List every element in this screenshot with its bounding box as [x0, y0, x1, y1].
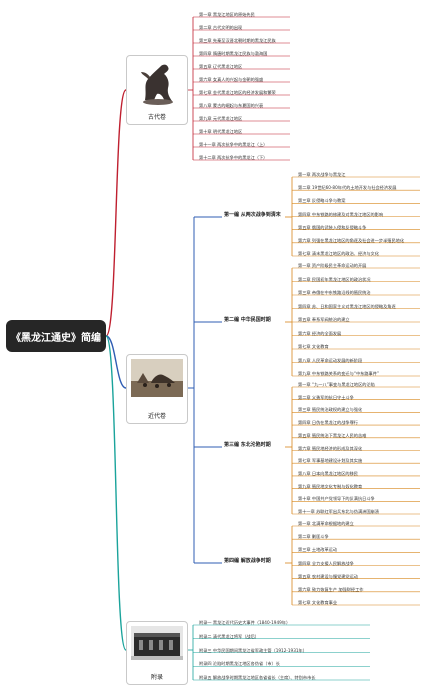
modern-part-3-chapter[interactable]: 第一章 “九一八”事变与黑龙江地区的沦陷 [298, 382, 375, 387]
ancient-card[interactable]: 古代卷 [126, 55, 188, 125]
modern-part-3-chapter[interactable]: 第二章 义勇军的抗日守土斗争 [298, 394, 354, 400]
ancient-chapter[interactable]: 第五章 辽代黑龙江地区 [199, 64, 243, 69]
modern-part-3-chapter[interactable]: 第八章 日本向黑龙江地区的移民 [298, 470, 358, 476]
modern-part-2-chapter[interactable]: 第九章 中东铁路关系的变迁与“中东路事件” [298, 371, 380, 376]
root-title: 《黑龙江通史》简编 [11, 332, 101, 344]
ancient-chapter[interactable]: 第八章 蒙古的崛起与东夏国的兴衰 [199, 103, 264, 108]
modern-part-2-chapter[interactable]: 第三章 帝俄在中东铁路沿线的殖民统治 [298, 290, 371, 295]
root-node[interactable]: 《黑龙江通史》简编 [6, 320, 106, 352]
modern-part-2-chapter[interactable]: 第八章 人民革命运动发展的新阶段 [298, 357, 363, 363]
appendix-item[interactable]: 附录五 解放战争时期黑龙江地区各省省长（主席）、特别市市长 [199, 675, 316, 680]
ancient-chapter[interactable]: 第十章 明代黑龙江地区 [199, 129, 243, 134]
modern-part-1-chapter[interactable]: 第四章 中东铁路的修建及对黑龙江地区的影响 [298, 211, 384, 217]
modern-part-1-chapter[interactable]: 第七章 清末黑龙江地区的政治、经济与文化 [298, 251, 379, 256]
ancient-chapter[interactable]: 第六章 女真人的兴起与金朝的强盛 [199, 77, 264, 82]
modern-part-1-chapter[interactable]: 第三章 反侵略斗争与教案 [298, 198, 346, 204]
modern-part-3-chapter[interactable]: 第十一章 苏联红军出兵东北与伪满洲国崩溃 [298, 509, 379, 514]
historical-photo-icon [131, 359, 183, 397]
modern-part-1-chapter[interactable]: 第二章 19世纪60-80年代的土地开发与社会经济发展 [298, 185, 397, 191]
modern-part-2-chapter[interactable]: 第六章 经济的全面发展 [298, 330, 342, 336]
bronze-figure-icon [141, 64, 173, 105]
appendix-card[interactable]: 附录 [126, 621, 188, 685]
modern-part-2-chapter[interactable]: 第一章 资产阶级民主革命运动的开展 [298, 263, 367, 268]
modern-part-4-chapter[interactable]: 第三章 土地改革运动 [298, 547, 338, 553]
appendix-item[interactable]: 附录二 清代黑龙江将军（战后） [199, 633, 259, 639]
ancient-chapter[interactable]: 第三章 先秦至汉晋北朝时期的黑龙江民族 [199, 38, 276, 43]
appendix-item[interactable]: 附录一 黑龙江近代历史大事件（1840-1949年） [199, 620, 291, 625]
modern-part-4-chapter[interactable]: 第二章 剿匪斗争 [298, 534, 329, 540]
modern-part-1-chapter[interactable]: 第一章 两次战争与黑龙江 [298, 172, 346, 177]
modern-part-3-title[interactable]: 第三编 东北沦陷时期 [224, 442, 271, 448]
ancient-chapter[interactable]: 第二章 古代文明的出现 [199, 25, 243, 30]
ancient-chapter[interactable]: 第一章 黑龙江地区的原始先民 [199, 12, 255, 17]
modern-part-1-chapter[interactable]: 第六章 列强在黑龙江地区的角逐及社会进一步半殖民地化 [298, 237, 405, 243]
modern-part-2-title[interactable]: 第二编 中华民国时期 [224, 317, 271, 323]
building-photo-icon [131, 626, 183, 660]
ancient-chapter[interactable]: 第九章 元代黑龙江地区 [199, 116, 243, 121]
modern-part-2-chapter[interactable]: 第二章 民国初年黑龙江地区的政治状况 [298, 276, 371, 282]
ancient-chapter[interactable]: 第十一章 两次抗争中的黑龙江（上） [199, 142, 268, 147]
appendix-label: 附录 [150, 674, 164, 681]
modern-part-1-title[interactable]: 第一编 从两次战争到清末 [224, 212, 281, 218]
modern-part-2-chapter[interactable]: 第七章 文化教育 [298, 344, 329, 349]
modern-part-4-chapter[interactable]: 第五章 农村建设与慢党建党运动 [298, 573, 358, 579]
modern-part-3-chapter[interactable]: 第七章 军事基地建设计划及其实施 [298, 458, 363, 464]
modern-part-3-chapter[interactable]: 第五章 殖民统治下黑龙江人民的苦难 [298, 432, 367, 438]
modern-part-3-chapter[interactable]: 第十章 中国共产党领导下的反满抗日斗争 [298, 496, 375, 502]
modern-part-1-chapter[interactable]: 第五章 俄国的武装入侵和反侵略斗争 [298, 224, 367, 230]
modern-label: 近代卷 [147, 413, 167, 420]
modern-part-4-chapter[interactable]: 第六章 致力恢复生产 加强财经工作 [298, 586, 364, 592]
modern-part-4-chapter[interactable]: 第一章 北满革命根据地的建立 [298, 521, 354, 526]
modern-part-3-chapter[interactable]: 第四章 日伪在黑龙江的战争罪行 [298, 420, 358, 426]
modern-part-2-chapter[interactable]: 第四章 苏、日和国家主义对黑龙江地区的侵略及角逐 [298, 303, 396, 309]
modern-part-4-chapter[interactable]: 第四章 全力支援人民解放战争 [298, 560, 354, 566]
modern-part-3-chapter[interactable]: 第九章 殖民地文化专制与奴化教育 [298, 483, 363, 489]
ancient-chapter[interactable]: 第四章 隋唐时期黑龙江民族与渤海国 [199, 51, 268, 56]
appendix-item[interactable]: 附录四 沦陷时期黑龙江地区各伪省（市）长 [199, 661, 280, 667]
appendix-item[interactable]: 附录三 中华民国期间黑龙江省军政主管（1912-1931年） [199, 647, 307, 653]
ancient-chapter[interactable]: 第十二章 两次抗争中的黑龙江（下） [199, 155, 268, 160]
modern-part-2-chapter[interactable]: 第五章 奉系军阀统治的建立 [298, 317, 350, 322]
modern-part-4-chapter[interactable]: 第七章 文化教育事业 [298, 600, 338, 605]
modern-part-4-title[interactable]: 第四编 解放战争时期 [224, 558, 271, 564]
modern-card[interactable]: 近代卷 [126, 354, 188, 424]
ancient-chapter[interactable]: 第七章 金代黑龙江地区的经济发展和繁荣 [199, 90, 276, 95]
modern-part-3-chapter[interactable]: 第六章 殖民地经济的形成及其深化 [298, 445, 363, 451]
ancient-label: 古代卷 [147, 114, 167, 121]
modern-part-3-chapter[interactable]: 第三章 殖民统治政权的建立与强化 [298, 407, 363, 413]
